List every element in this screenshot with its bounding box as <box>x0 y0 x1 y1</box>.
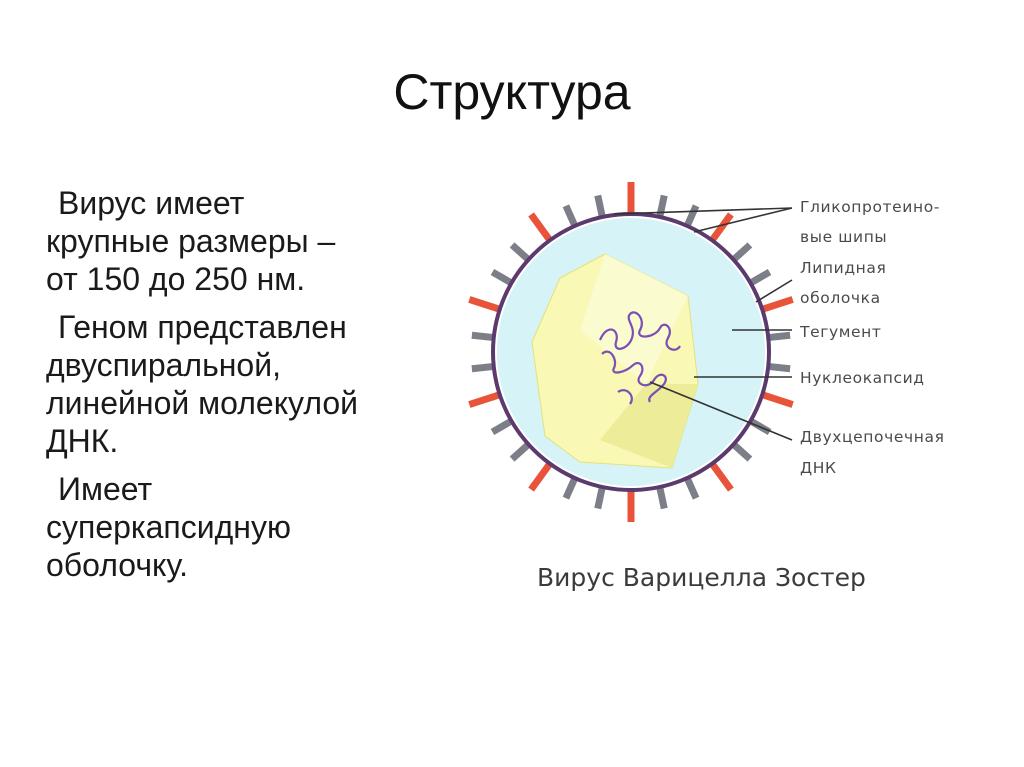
dna-strand <box>598 311 681 405</box>
spike <box>683 476 700 500</box>
spike <box>509 441 531 462</box>
spike <box>528 461 553 492</box>
spike <box>761 296 794 313</box>
spike <box>594 486 606 510</box>
bullet-line: ДНК. <box>46 423 119 459</box>
bullet-line: линейной молекулой <box>46 385 359 421</box>
leader-line <box>649 381 793 441</box>
bullet-line: оболочку. <box>46 547 189 583</box>
spike <box>528 212 553 243</box>
leader-line <box>755 279 793 303</box>
bullet-line: крупные размеры – <box>46 223 336 259</box>
spike <box>594 194 606 218</box>
diagram-labels: Гликопротеино- вые шипы Липидная оболочк… <box>537 198 945 592</box>
bullet-line: от 150 до 250 нм. <box>46 261 306 297</box>
spike <box>761 391 794 408</box>
label-lipid-line2: оболочка <box>800 289 881 307</box>
diagram-caption: Вирус Варицелла Зостер <box>537 563 866 592</box>
label-dna-line2: ДНК <box>800 459 837 477</box>
bullet-line: Имеет <box>58 471 153 507</box>
spike <box>471 362 495 373</box>
spike <box>683 204 700 228</box>
spike <box>562 204 579 228</box>
glycoprotein-spikes <box>468 182 794 522</box>
label-glycoprotein-line1: Гликопротеино- <box>800 198 940 216</box>
bullet-line: Геном представлен <box>58 309 347 345</box>
spike <box>656 194 668 218</box>
bullet-list: Вирус имеет крупные размеры – от 150 до … <box>46 184 456 594</box>
page-title: Структура <box>393 64 631 120</box>
bullet-size: Вирус имеет крупные размеры – от 150 до … <box>46 184 456 298</box>
bullet-line: суперкапсидную <box>46 509 291 545</box>
virus-diagram: Гликопротеино- вые шипы Липидная оболочк… <box>450 170 1010 610</box>
label-tegument: Тегумент <box>799 323 882 341</box>
spike <box>490 417 514 436</box>
spike <box>656 486 668 510</box>
spike <box>468 391 501 408</box>
bullet-envelope: Имеет суперкапсидную оболочку. <box>46 470 456 584</box>
virus-diagram-svg: Гликопротеино- вые шипы Липидная оболочк… <box>468 182 945 592</box>
bullet-line: Вирус имеет <box>58 185 245 221</box>
spike <box>767 331 791 342</box>
spike <box>509 242 531 263</box>
spike <box>731 441 753 462</box>
spike <box>490 268 514 287</box>
label-dna-line1: Двухцепочечная <box>800 428 945 446</box>
spike <box>709 461 734 492</box>
spike <box>709 212 734 243</box>
label-glycoprotein-line2: вые шипы <box>800 228 887 246</box>
spike <box>468 296 501 313</box>
bullet-line: двуспиральной, <box>46 347 281 383</box>
leader-line <box>613 207 793 215</box>
label-nucleocapsid: Нуклеокапсид <box>800 369 925 387</box>
spike <box>767 362 791 373</box>
spike <box>731 242 753 263</box>
label-lipid-line1: Липидная <box>800 259 886 277</box>
leader-line <box>693 207 793 233</box>
capsid-face <box>600 384 698 468</box>
leader-lines <box>613 207 793 441</box>
spike <box>471 331 495 342</box>
spike <box>562 476 579 500</box>
bullet-genome: Геном представлен двуспиральной, линейно… <box>46 308 456 460</box>
spike <box>748 268 772 287</box>
